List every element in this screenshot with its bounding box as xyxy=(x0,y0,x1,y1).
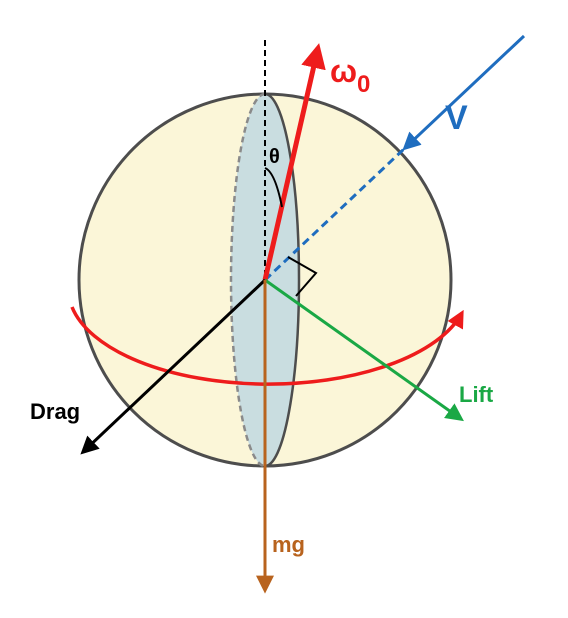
spin-disc-front xyxy=(264,92,301,468)
lift-label: Lift xyxy=(459,382,494,407)
theta-label: θ xyxy=(269,146,280,168)
theta-angle-arc xyxy=(264,167,283,208)
velocity-arrow xyxy=(402,34,526,151)
spin-axis-arrow xyxy=(262,43,326,281)
velocity-label: V xyxy=(445,99,468,137)
drag-label: Drag xyxy=(30,399,80,424)
right-angle-marker xyxy=(287,256,318,297)
omega-label: ω0 xyxy=(330,53,370,98)
rotation-arc xyxy=(70,306,464,386)
weight-label: mg xyxy=(272,532,305,557)
drag-arrow xyxy=(80,278,267,455)
spin-disc-back xyxy=(229,92,266,468)
lift-arrow xyxy=(264,278,464,422)
